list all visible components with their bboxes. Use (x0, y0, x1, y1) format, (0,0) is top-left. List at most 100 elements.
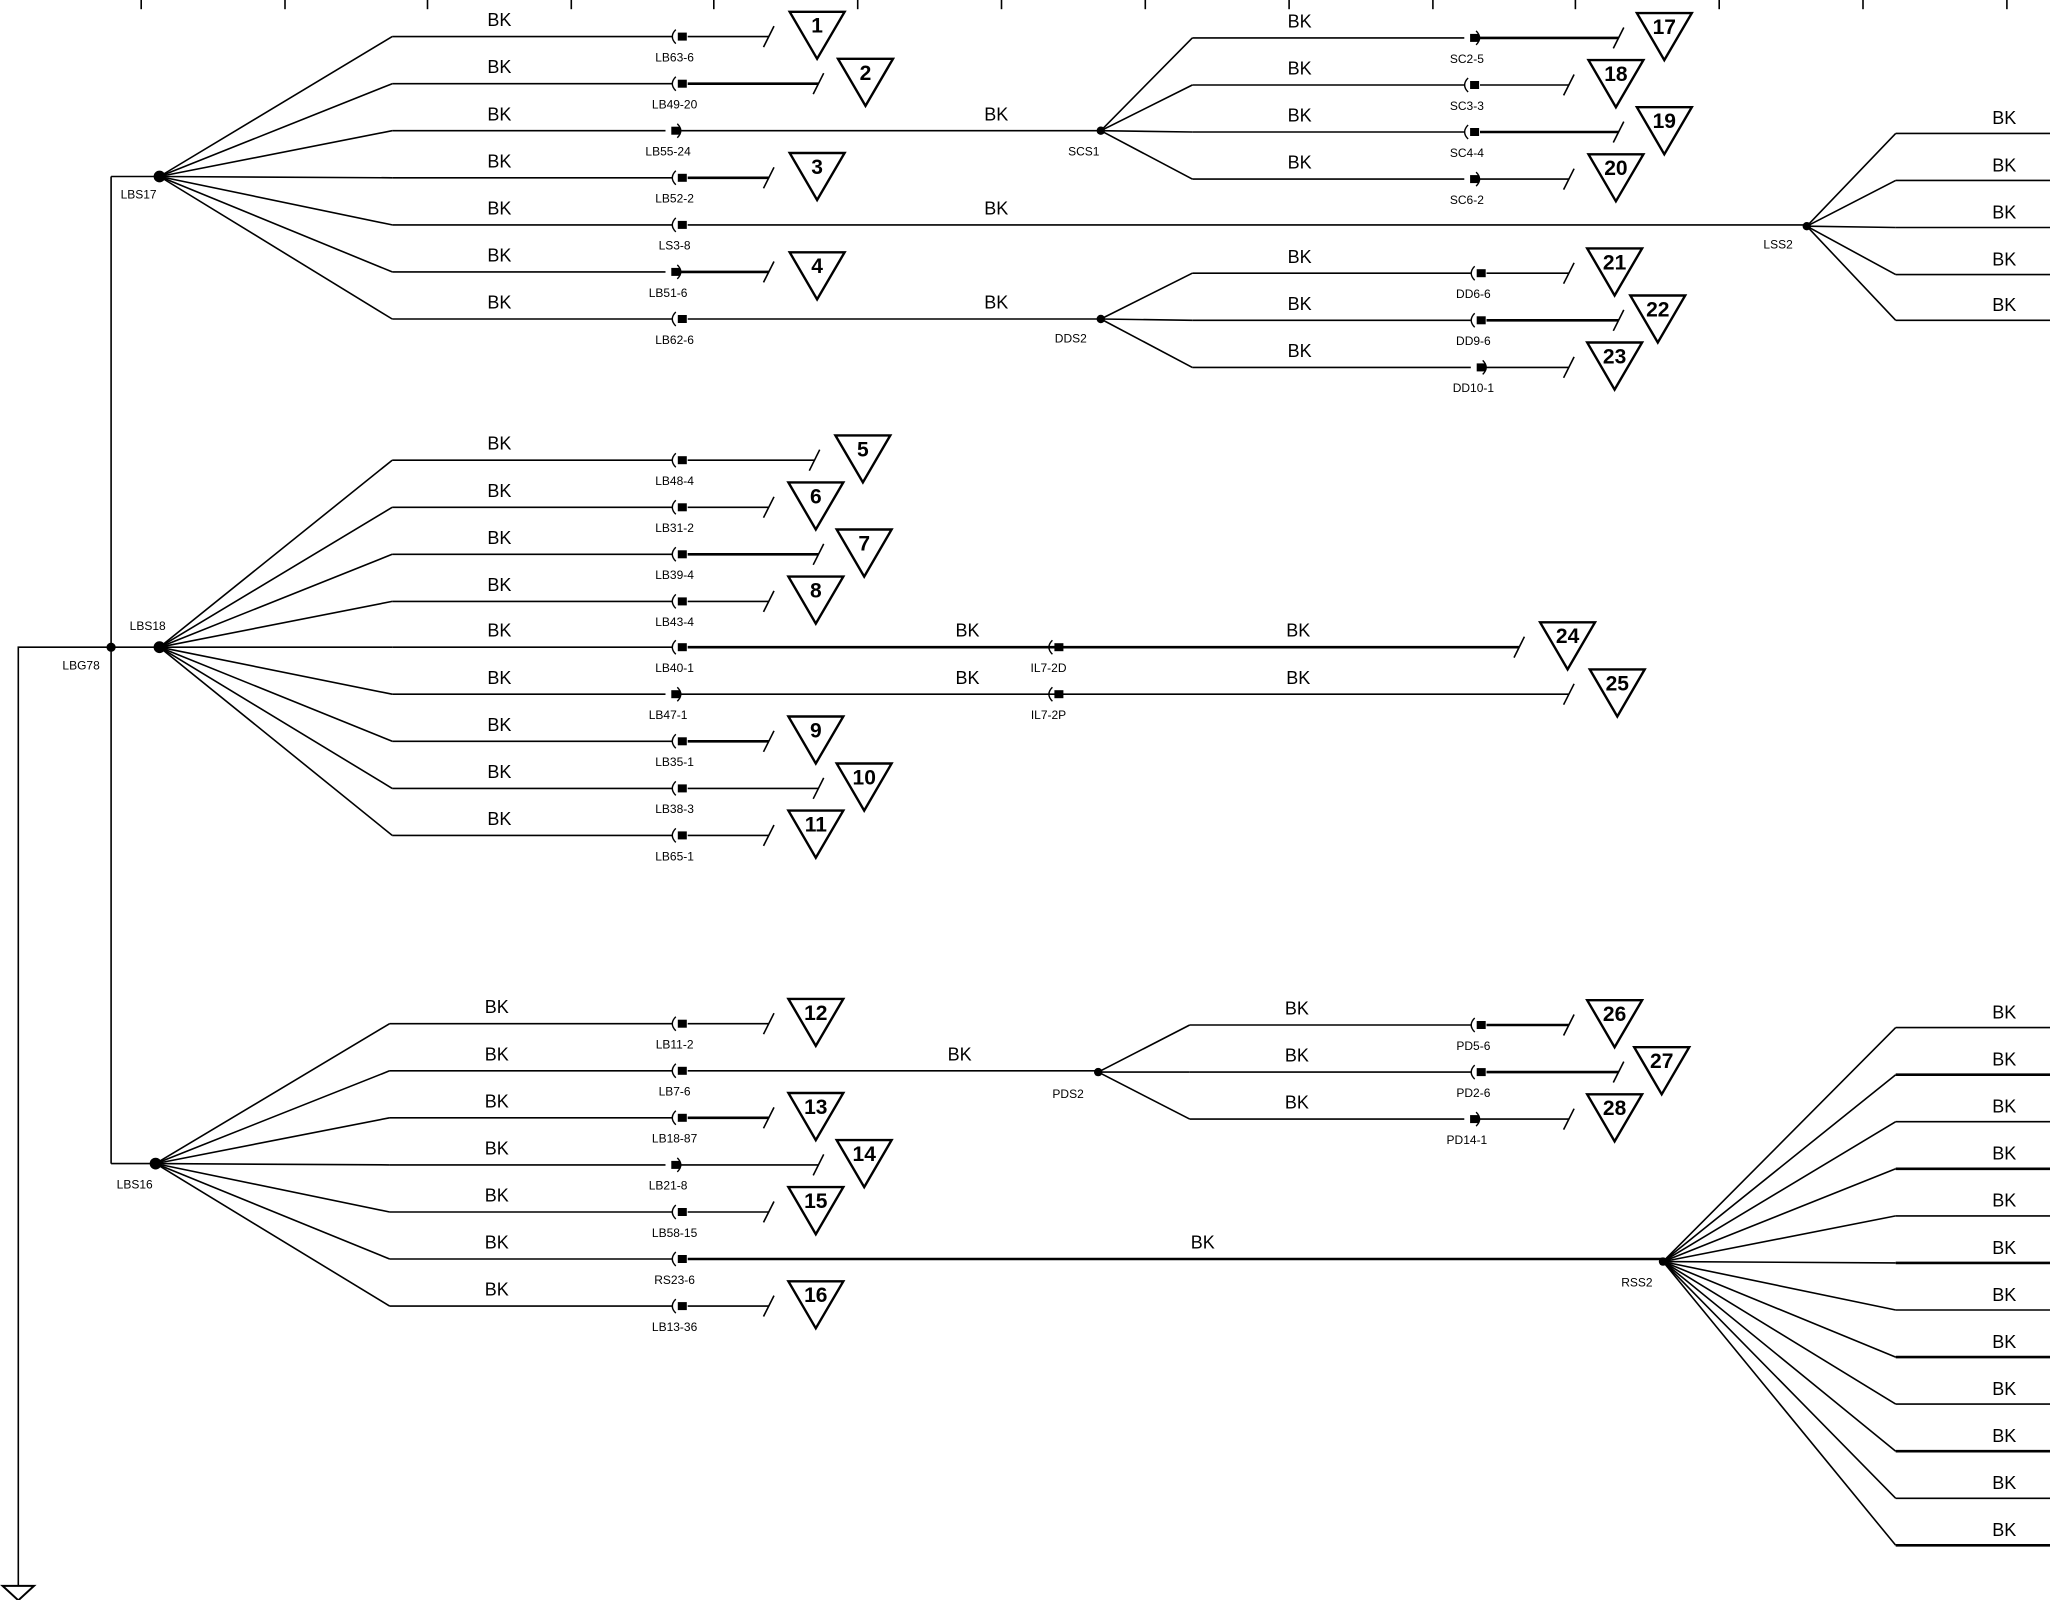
wire-4-connector-label: LS3-8 (659, 239, 691, 253)
ref-number: 23 (1603, 346, 1626, 369)
wire-28-fan (155, 1023, 391, 1165)
wire-30-connector-icon (671, 1110, 687, 1126)
splice-label-rss2: RSS2 (1621, 1276, 1653, 1290)
wire-1-connector-icon (671, 76, 687, 92)
wire-0-end-tick (762, 25, 775, 48)
wire-23-connector-label: LB40-1 (655, 661, 694, 675)
wire-31-ref-triangle: 14 (834, 1138, 894, 1190)
wire-6-color: BK (487, 293, 511, 313)
wire-9-end-tick (1612, 121, 1625, 143)
ground-junction (106, 642, 116, 652)
wire-24-ref-triangle: 25 (1587, 668, 1647, 719)
wire-2-color: BK (487, 104, 511, 124)
ref-number: 28 (1603, 1097, 1627, 1120)
wire-26-connector-label: LB38-3 (655, 802, 694, 816)
wire-24-connector-label: LB47-1 (649, 708, 688, 722)
wire-15-color: BK (1992, 155, 2016, 175)
wire-24-connector2-label: IL7-2P (1031, 708, 1066, 722)
wire-34-color: BK (485, 1280, 509, 1300)
wire-5-connector-label: LB51-6 (649, 286, 688, 300)
wire-4-color: BK (487, 198, 511, 218)
wire-32-connector-icon (671, 1204, 687, 1220)
ref-number: 19 (1653, 110, 1676, 133)
wire-35-color: BK (1285, 999, 1309, 1019)
wire-7-end-tick (1612, 27, 1625, 49)
wire-20-fan (159, 506, 393, 648)
wire-34-end-tick (762, 1295, 775, 1317)
wire-33-color2: BK (1191, 1233, 1215, 1253)
wire-19-color: BK (487, 434, 511, 454)
wire-20-color: BK (487, 481, 511, 501)
wire-22-ref-triangle: 8 (786, 575, 846, 626)
wire-11-fan (1100, 272, 1193, 320)
wire-28-ref-triangle: 12 (786, 997, 846, 1049)
wire-19-ref-triangle: 5 (833, 434, 893, 485)
wire-9-color: BK (1288, 106, 1312, 126)
wire-2-fan (159, 129, 393, 178)
wire-32-ref-triangle: 15 (786, 1185, 846, 1237)
wire-8-ref-triangle: 18 (1586, 58, 1646, 110)
splice-label-lss2: LSS2 (1763, 237, 1793, 251)
wire-10-color: BK (1288, 153, 1312, 173)
wire-22-connector-icon (671, 593, 687, 609)
wire-24-connector2-icon (1048, 686, 1064, 702)
ref-number: 3 (811, 156, 823, 179)
wire-5-fan (159, 175, 393, 273)
wire-17-fan (1806, 225, 1897, 276)
wires-layer (17, 0, 2050, 1586)
wire-32-end-tick (762, 1201, 775, 1223)
wire-35-connector-icon (1470, 1017, 1486, 1033)
wire-40-fan (1662, 1121, 1897, 1263)
wire-28-connector-label: LB11-2 (656, 1038, 694, 1052)
wire-23-color: BK (487, 621, 511, 641)
wire-37-connector-icon (1470, 1111, 1481, 1127)
wire-29-connector-label: LB7-6 (659, 1085, 691, 1099)
ground-lead (17, 646, 112, 1586)
ground-label: LBG78 (62, 658, 100, 672)
wire-15-fan (1806, 179, 1897, 227)
wire-28-color: BK (485, 997, 509, 1017)
splice-label-dds2: DDS2 (1055, 332, 1087, 346)
wire-12-color: BK (1288, 294, 1312, 314)
wire-33-fan (155, 1162, 390, 1260)
wire-9-fan (1100, 129, 1193, 133)
wire-26-connector-icon (671, 780, 687, 796)
ref-number: 2 (860, 62, 872, 85)
wire-39-color: BK (1992, 1050, 2016, 1070)
splice-label-pds2: PDS2 (1052, 1087, 1084, 1101)
wire-25-ref-triangle: 9 (786, 715, 846, 766)
wire-7-color: BK (1288, 12, 1312, 32)
ref-number: 24 (1556, 625, 1580, 648)
wire-11-connector-icon (1470, 265, 1486, 281)
wire-30-color: BK (485, 1091, 509, 1111)
wire-12-ref-triangle: 22 (1628, 294, 1688, 345)
wire-5-ref-triangle: 4 (787, 251, 847, 302)
wire-26-end-tick (812, 777, 825, 800)
wire-14-color: BK (1992, 108, 2016, 128)
wire-34-ref-triangle: 16 (786, 1280, 846, 1331)
wire-4-fan (159, 175, 393, 226)
wire-13-end-tick (1562, 356, 1575, 379)
wire-32-color: BK (485, 1186, 509, 1206)
ref-number: 7 (858, 532, 870, 555)
splice-label-lbs16: LBS16 (117, 1177, 153, 1191)
wire-23-color2: BK (955, 621, 979, 641)
wire-25-connector-icon (671, 733, 687, 749)
wire-6-color2: BK (984, 293, 1008, 313)
wire-14-fan (1806, 132, 1897, 227)
wire-30-connector-label: LB18-87 (652, 1132, 698, 1146)
wire-23-ref-triangle: 24 (1538, 621, 1598, 672)
wire-3-ref-triangle: 3 (787, 151, 847, 203)
wire-10-connector-label: SC6-2 (1450, 193, 1484, 207)
wire-32-connector-label: LB58-15 (652, 1226, 698, 1240)
wire-8-fan (1100, 84, 1193, 132)
wire-20-ref-triangle: 6 (786, 481, 846, 532)
wire-46-color: BK (1992, 1379, 2016, 1399)
wire-1-fan (159, 82, 393, 178)
wire-11-connector-label: DD6-6 (1456, 287, 1491, 301)
wire-1-connector-label: LB49-20 (652, 98, 698, 112)
wire-22-end-tick (762, 590, 775, 613)
wire-39-fan (1662, 1074, 1897, 1263)
ref-number: 22 (1646, 298, 1669, 321)
wire-41-fan (1662, 1168, 1896, 1263)
